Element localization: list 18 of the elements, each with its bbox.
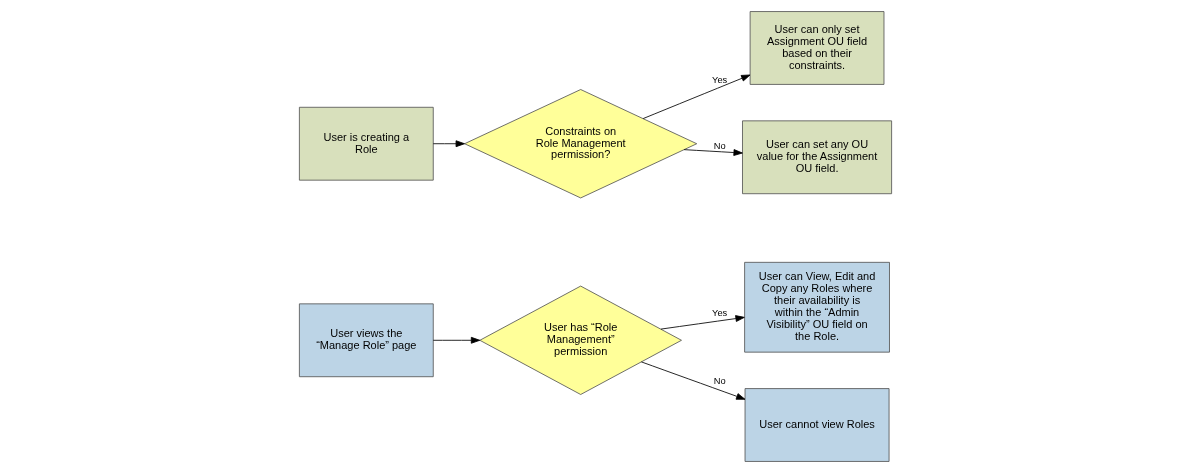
node-diamond: User has “Role Management” permission — [479, 285, 682, 395]
node-diamond: Constraints on Role Management permission? — [464, 89, 698, 199]
edge-label: Yes — [712, 308, 728, 319]
node-box: User views the “Manage Role” page — [298, 303, 434, 378]
arrow — [640, 361, 746, 400]
arrow — [432, 140, 465, 148]
node-box: User can only set Assignment OU field based on their constraints. — [749, 11, 885, 85]
edge-label: No — [713, 140, 726, 151]
node-box: User can View, Edit and Copy any Roles where their availability is within the “Admin Visibility” OU field on the Role. — [744, 261, 890, 353]
node-box: User cannot view Roles — [744, 388, 890, 462]
node-box: User is creating a Role — [298, 106, 434, 181]
node-box: User can set any OU value for the Assignment OU field. — [742, 120, 893, 195]
arrow — [642, 74, 751, 119]
arrow — [660, 315, 745, 330]
edge-label: No — [713, 376, 726, 387]
edge-label: Yes — [712, 74, 728, 85]
arrow — [432, 336, 481, 344]
arrow — [683, 149, 743, 156]
